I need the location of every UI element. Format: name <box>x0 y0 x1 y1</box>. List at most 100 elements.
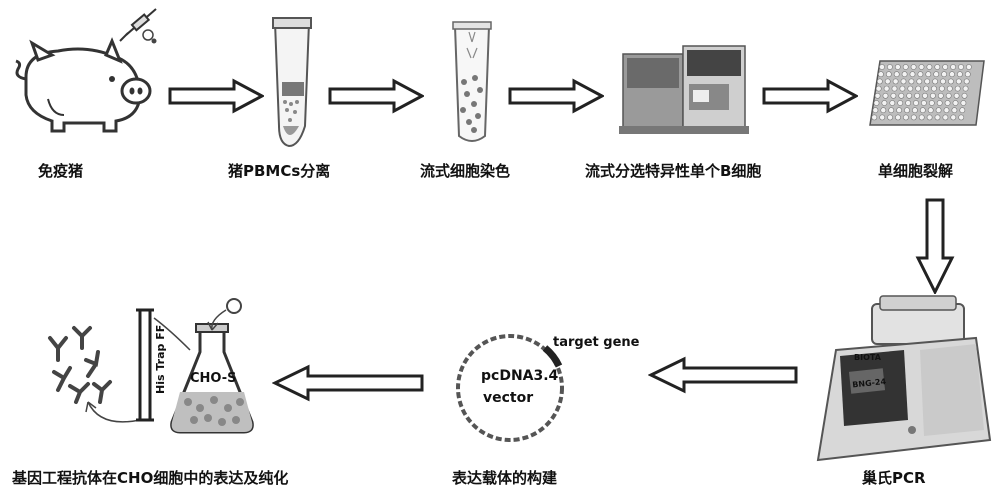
plate-well <box>908 86 913 91</box>
plate-well <box>880 115 885 120</box>
plate-well <box>911 115 916 120</box>
plate-well <box>943 64 948 69</box>
step-label-pbmc: 猪PBMCs分离 <box>228 160 330 181</box>
staining-tube-icon <box>447 18 497 148</box>
plate-well <box>959 115 964 120</box>
plate-well <box>878 72 883 77</box>
plate-well <box>917 79 922 84</box>
plate-well <box>909 79 914 84</box>
vector-name: pcDNA3.4 <box>481 368 559 384</box>
flask-label: CHO-S <box>190 371 236 386</box>
plate-well <box>949 72 954 77</box>
plate-well <box>907 93 912 98</box>
plate-well <box>940 79 945 84</box>
plate-well <box>965 72 970 77</box>
plate-well <box>920 108 925 113</box>
plate-well <box>960 108 965 113</box>
plate-well <box>942 72 947 77</box>
plate-well <box>904 108 909 113</box>
flow-sorter-icon <box>615 40 755 140</box>
plate-well <box>927 64 932 69</box>
plate-well <box>895 115 900 120</box>
plate-well <box>916 86 921 91</box>
plate-well <box>884 86 889 91</box>
plate-well <box>966 64 971 69</box>
plate-well <box>963 86 968 91</box>
plate-well <box>958 64 963 69</box>
plate-well <box>872 115 877 120</box>
step-label-lysis: 单细胞裂解 <box>878 160 953 181</box>
plate-well <box>924 86 929 91</box>
plate-well <box>931 86 936 91</box>
arrow-down <box>915 198 955 294</box>
plate-well <box>915 93 920 98</box>
plate-well <box>936 108 941 113</box>
plate-well <box>874 100 879 105</box>
plate-well <box>906 100 911 105</box>
arrow-right-1 <box>168 78 264 114</box>
plate-well <box>925 79 930 84</box>
plate-well <box>951 115 956 120</box>
plate-well <box>957 72 962 77</box>
plate-well <box>899 93 904 98</box>
plate-well <box>939 86 944 91</box>
plate-well <box>956 79 961 84</box>
plate-well <box>935 115 940 120</box>
plate-well <box>922 93 927 98</box>
step-label-pcr: 巢氏PCR <box>862 467 926 488</box>
step-label-staining: 流式细胞染色 <box>420 160 510 181</box>
plate-well <box>891 93 896 98</box>
plate-well <box>902 72 907 77</box>
plate-well <box>946 93 951 98</box>
column-label: His Trap FF <box>154 325 167 394</box>
pcr-machine-icon: BIOTA BNG-24 <box>800 290 995 465</box>
plate-well <box>876 86 881 91</box>
plasmid-vector-icon: pcDNA3.4 vector target gene <box>455 318 655 458</box>
arrow-left-2 <box>272 363 424 403</box>
plate-well <box>912 108 917 113</box>
plate-well <box>900 86 905 91</box>
plate-well <box>961 100 966 105</box>
plate-well <box>935 64 940 69</box>
plate-well <box>952 108 957 113</box>
plate-well <box>903 115 908 120</box>
plate-well <box>890 100 895 105</box>
plate-well <box>903 64 908 69</box>
plate-well <box>913 100 918 105</box>
plate-well <box>918 72 923 77</box>
plate-well <box>910 72 915 77</box>
plate-well <box>927 115 932 120</box>
step-label-expression: 基因工程抗体在CHO细胞中的表达及纯化 <box>12 467 288 488</box>
plate-well <box>937 100 942 105</box>
plate-well <box>964 79 969 84</box>
plate-well <box>895 64 900 69</box>
plate-well <box>888 115 893 120</box>
plate-well <box>947 86 952 91</box>
plate-well <box>919 115 924 120</box>
plate-well <box>877 79 882 84</box>
plate-well <box>945 100 950 105</box>
plate-well <box>883 93 888 98</box>
plate-well <box>894 72 899 77</box>
pcr-brand: BIOTA <box>854 353 882 362</box>
plate-well <box>951 64 956 69</box>
step-label-sorting: 流式分选特异性单个B细胞 <box>585 160 761 181</box>
plate-well <box>881 108 886 113</box>
plate-well <box>954 93 959 98</box>
pbmc-tube-icon <box>265 16 325 151</box>
plate-well <box>901 79 906 84</box>
well-plate-icon <box>866 55 986 130</box>
plate-well <box>938 93 943 98</box>
plate-well <box>889 108 894 113</box>
plate-well <box>887 64 892 69</box>
arrow-left-1 <box>648 355 798 395</box>
arrow-right-3 <box>508 78 604 114</box>
plate-well <box>962 93 967 98</box>
plate-well <box>955 86 960 91</box>
plate-well <box>911 64 916 69</box>
plate-well <box>879 64 884 69</box>
plate-well <box>919 64 924 69</box>
expression-purification-icon: His Trap FF CHO-S <box>40 290 270 455</box>
plate-well <box>953 100 958 105</box>
